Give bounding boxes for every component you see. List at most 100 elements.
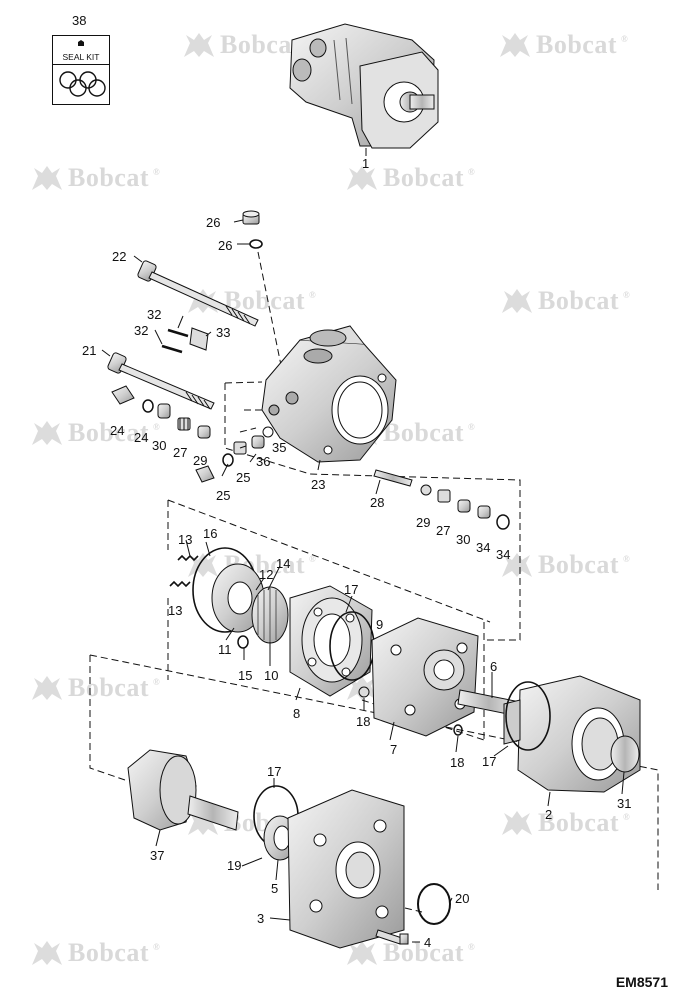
callout-33: 33	[216, 325, 231, 340]
callout-17: 17	[344, 582, 359, 597]
callout-24: 24	[134, 430, 149, 445]
pins-part-32	[161, 327, 209, 354]
plug-part-26	[242, 210, 263, 249]
watermark: Bobcat®	[30, 418, 160, 448]
watermark: Bobcat®	[30, 163, 160, 193]
seal-part-20	[417, 883, 451, 925]
bobcat-logo-icon	[32, 421, 62, 445]
watermark: Bobcat®	[500, 286, 630, 316]
callout-15: 15	[238, 668, 253, 683]
assembly-guide-lines	[89, 251, 659, 913]
callout-27: 27	[173, 445, 188, 460]
springs-part-13	[169, 554, 199, 588]
bolt-part-4	[375, 929, 409, 945]
callout-14: 14	[276, 556, 291, 571]
callout-12: 12	[259, 567, 274, 582]
bobcat-logo-icon	[502, 553, 532, 577]
callout-3: 3	[257, 911, 265, 926]
watermark-text: Bobcat	[68, 163, 149, 192]
bolt-part-22	[137, 260, 259, 327]
callout-35: 35	[272, 440, 287, 455]
callout-34: 34	[476, 540, 491, 555]
watermark-text: Bobcat	[68, 673, 149, 702]
callout-25: 25	[216, 488, 231, 503]
callout-25: 25	[236, 470, 251, 485]
callout-36: 36	[256, 454, 271, 469]
callout-28: 28	[370, 495, 385, 510]
watermark: Bobcat®	[498, 30, 628, 60]
callout-2: 2	[545, 807, 553, 822]
callout-4: 4	[424, 935, 432, 950]
housing-part-2	[503, 675, 641, 793]
callout-31: 31	[617, 796, 632, 811]
watermark: Bobcat®	[500, 550, 630, 580]
callout-17: 17	[482, 754, 497, 769]
callout-1: 1	[362, 156, 370, 171]
callout-24: 24	[110, 423, 125, 438]
callout-9: 9	[376, 617, 384, 632]
callout-38: 38	[72, 13, 87, 28]
callout-29: 29	[193, 453, 208, 468]
leader-lines	[101, 219, 625, 943]
callout-32: 32	[147, 307, 162, 322]
watermark-text: Bobcat	[538, 550, 619, 579]
seal-part-18	[358, 686, 370, 698]
callout-13: 13	[178, 532, 193, 547]
watermark-text: Bobcat	[68, 938, 149, 967]
callout-5: 5	[271, 881, 279, 896]
watermark: Bobcat®	[345, 163, 475, 193]
bobcat-logo-icon	[502, 289, 532, 313]
seal-kit-box: SEAL KIT	[52, 35, 110, 105]
callout-30: 30	[456, 532, 471, 547]
watermark-text: Bobcat	[538, 286, 619, 315]
callout-7: 7	[390, 742, 398, 757]
watermark-text: Bobcat	[68, 418, 149, 447]
watermark-text: Bobcat	[536, 30, 617, 59]
callout-26: 26	[218, 238, 233, 253]
seal-kit-divider	[53, 64, 109, 65]
bobcat-logo-icon	[347, 676, 377, 700]
callout-18: 18	[450, 755, 465, 770]
callout-26: 26	[206, 215, 221, 230]
callout-8: 8	[293, 706, 301, 721]
seal-part-18b	[453, 724, 463, 736]
plate-part-7	[371, 617, 479, 737]
callout-29: 29	[416, 515, 431, 530]
callout-11: 11	[218, 642, 232, 657]
callout-23: 23	[311, 477, 326, 492]
callout-16: 16	[203, 526, 218, 541]
watermark-text: Bobcat	[220, 30, 301, 59]
seal-kit-rings-icon	[59, 40, 106, 97]
callout-10: 10	[264, 668, 279, 683]
bobcat-logo-icon	[32, 166, 62, 190]
bobcat-logo-icon	[32, 676, 62, 700]
watermark-text: Bobcat	[383, 163, 464, 192]
valve-parts-left	[111, 385, 274, 483]
callout-21: 21	[82, 343, 97, 358]
callout-17: 17	[267, 764, 282, 779]
watermark: Bobcat®	[182, 30, 312, 60]
flange-part-3	[287, 789, 405, 949]
housing-part-23	[261, 325, 397, 463]
callout-32: 32	[134, 323, 149, 338]
callout-34: 34	[496, 547, 511, 562]
callout-27: 27	[436, 523, 451, 538]
bobcat-logo-icon	[184, 33, 214, 57]
callout-6: 6	[490, 659, 498, 674]
seal-kit-label: SEAL KIT	[62, 52, 100, 62]
callout-20: 20	[455, 891, 470, 906]
callout-22: 22	[112, 249, 127, 264]
spool-part-10	[251, 586, 289, 644]
bobcat-logo-icon	[502, 811, 532, 835]
callout-13: 13	[168, 603, 183, 618]
callout-18: 18	[356, 714, 371, 729]
watermark-text: Bobcat	[383, 418, 464, 447]
watermark-text: Bobcat	[538, 808, 619, 837]
bobcat-logo-icon	[32, 941, 62, 965]
valve-parts-right	[373, 469, 510, 530]
callout-19: 19	[227, 858, 242, 873]
bobcat-logo-icon	[500, 33, 530, 57]
shaft-part-37	[127, 749, 239, 831]
bolt-part-21	[107, 352, 215, 410]
